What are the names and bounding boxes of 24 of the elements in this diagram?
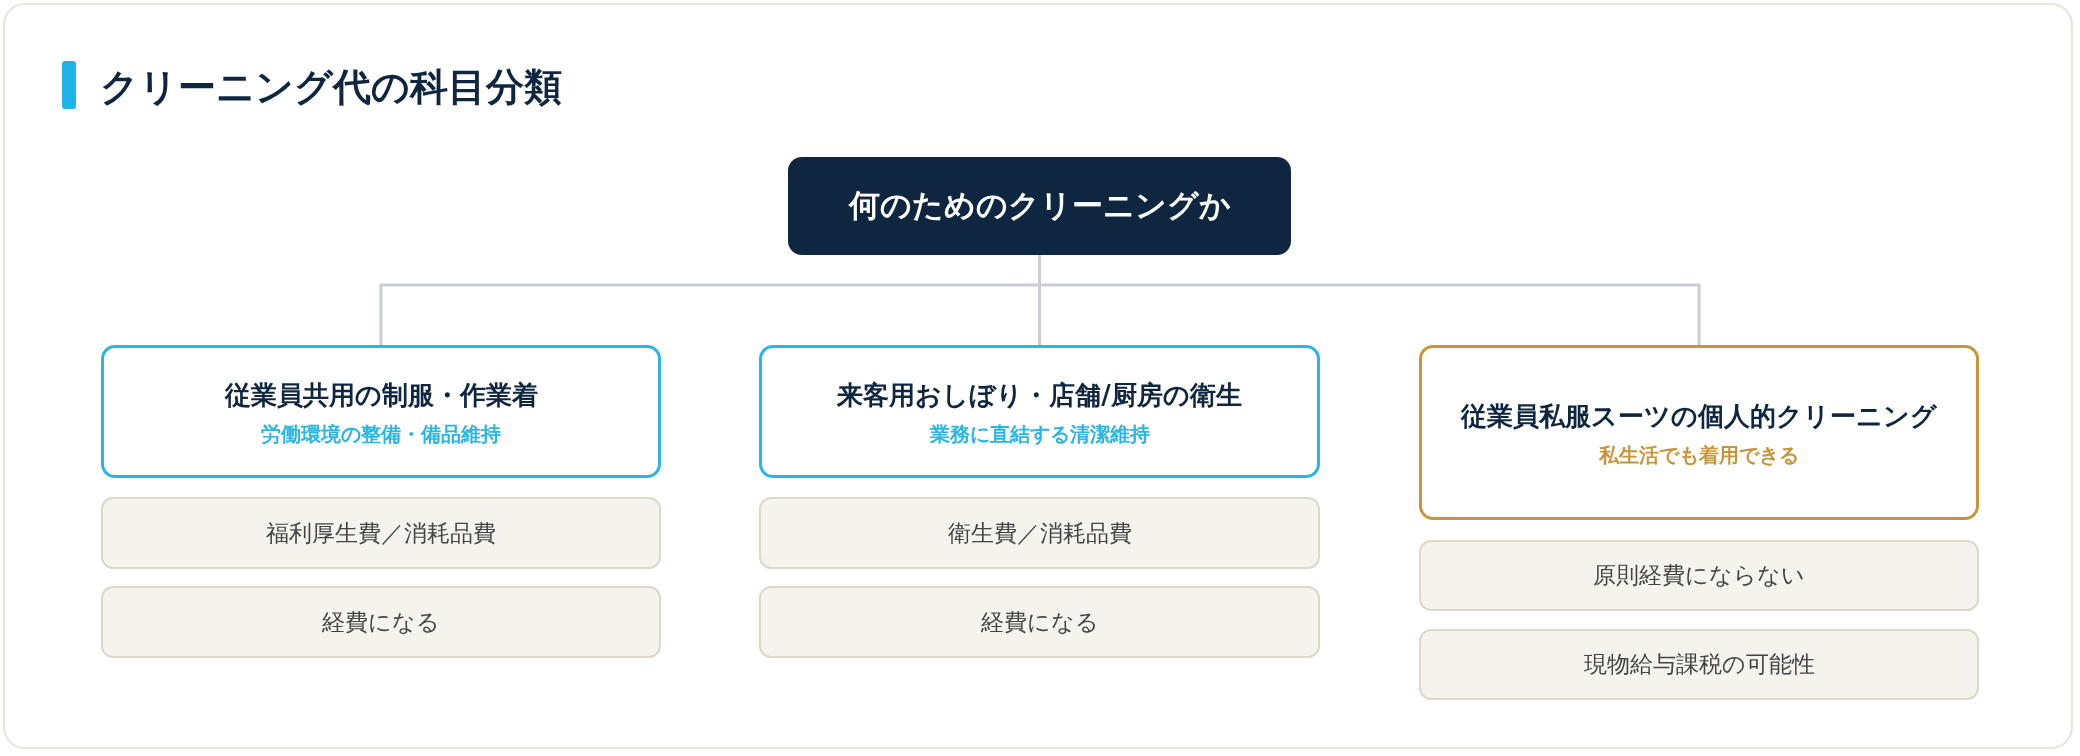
category-title: 来客用おしぼり・店舗/厨房の衛生 <box>837 378 1242 412</box>
category-note: 私生活でも着用できる <box>1599 441 1799 469</box>
question-text: 何のためのクリーニングか <box>848 186 1231 225</box>
result-text: 福利厚生費／消耗品費 <box>266 518 496 548</box>
result-box <box>759 586 1320 658</box>
result-box <box>101 497 661 569</box>
category-box <box>1419 345 1979 520</box>
category-box <box>101 345 661 478</box>
category-title: 従業員共用の制服・作業着 <box>224 378 538 412</box>
result-text: 原則経費にならない <box>1593 561 1805 590</box>
result-text: 経費になる <box>980 607 1099 637</box>
result-box <box>759 497 1320 569</box>
heading: クリーニング代の科目分類 <box>100 64 562 111</box>
result-text: 経費になる <box>322 607 440 637</box>
root-box <box>788 157 1291 255</box>
result-text: 現物給与課税の可能性 <box>1583 650 1815 679</box>
category-note: 労働環境の整備・備品維持 <box>261 420 501 448</box>
category-title: 従業員私服スーツの個人的クリーニング <box>1461 399 1937 433</box>
result-box <box>1419 629 1979 700</box>
result-box <box>101 586 661 658</box>
category-note: 業務に直結する清潔維持 <box>929 420 1150 448</box>
result-box <box>1419 540 1979 611</box>
result-text: 衛生費／消耗品費 <box>947 518 1132 548</box>
category-box <box>759 345 1320 478</box>
